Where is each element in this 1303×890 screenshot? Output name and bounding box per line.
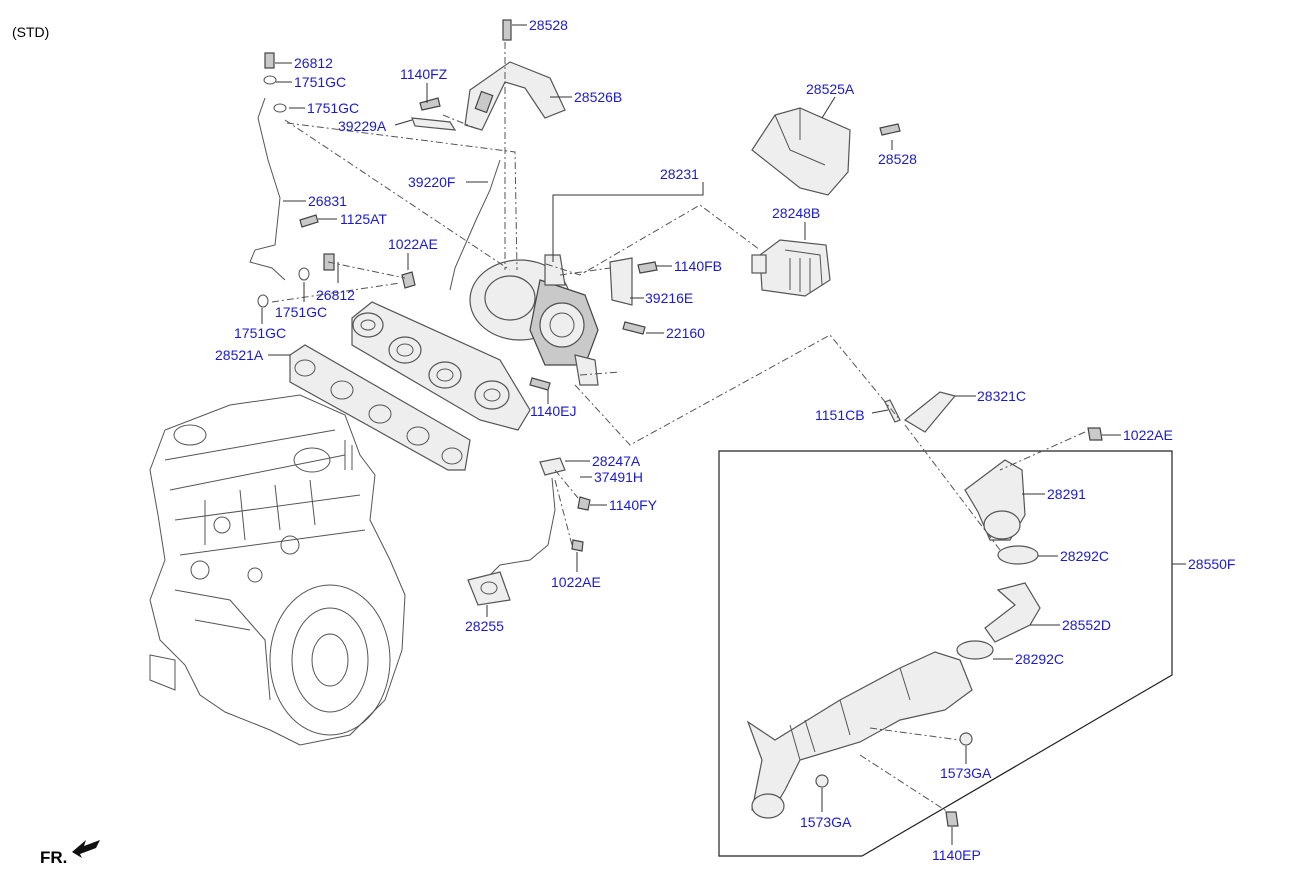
part-label-28526b[interactable]: 28526B bbox=[574, 89, 623, 105]
part-label-1022ae-lower[interactable]: 1022AE bbox=[551, 574, 601, 590]
part-label-1140ej[interactable]: 1140EJ bbox=[530, 403, 577, 419]
part-label-26831[interactable]: 26831 bbox=[308, 193, 347, 209]
part-label-1751gc-4[interactable]: 1751GC bbox=[234, 325, 287, 341]
part-label-28321c[interactable]: 28321C bbox=[977, 388, 1027, 404]
part-label-28248b[interactable]: 28248B bbox=[772, 205, 821, 221]
part-label-1573ga-1[interactable]: 1573GA bbox=[940, 765, 992, 781]
part-label-1140ep[interactable]: 1140EP bbox=[932, 847, 981, 863]
part-label-1140fz[interactable]: 1140FZ bbox=[400, 66, 448, 82]
part-label-1751gc-2[interactable]: 1751GC bbox=[307, 100, 360, 116]
heat-shield-right bbox=[751, 107, 851, 196]
part-label-22160[interactable]: 22160 bbox=[666, 325, 705, 341]
part-label-39229a[interactable]: 39229A bbox=[338, 118, 387, 134]
part-label-1125at[interactable]: 1125AT bbox=[340, 211, 387, 227]
part-label-28231[interactable]: 28231 bbox=[660, 166, 699, 182]
part-label-26812-mid[interactable]: 26812 bbox=[316, 287, 355, 303]
actuator bbox=[751, 239, 831, 297]
engine-block bbox=[149, 394, 406, 746]
exhaust-manifold bbox=[351, 301, 531, 431]
turbo-oil-line bbox=[449, 159, 501, 291]
part-label-37491h[interactable]: 37491H bbox=[594, 469, 644, 485]
part-label-28550f[interactable]: 28550F bbox=[1188, 556, 1236, 572]
assembly-bracket-box bbox=[718, 450, 1173, 857]
part-label-28528-top[interactable]: 28528 bbox=[529, 17, 568, 33]
egr-cooler bbox=[746, 459, 1041, 827]
direction-marker: FR. bbox=[40, 848, 68, 867]
part-label-28255[interactable]: 28255 bbox=[465, 618, 504, 634]
assembly-lines bbox=[271, 42, 1086, 813]
part-label-28291[interactable]: 28291 bbox=[1047, 486, 1086, 502]
part-label-28528-right[interactable]: 28528 bbox=[878, 151, 917, 167]
part-label-28552d[interactable]: 28552D bbox=[1062, 617, 1112, 633]
part-label-1140fy[interactable]: 1140FY bbox=[609, 497, 657, 513]
small-parts bbox=[257, 19, 1103, 441]
manifold-gasket bbox=[289, 344, 471, 471]
part-label-28292c-1[interactable]: 28292C bbox=[1060, 548, 1110, 564]
part-label-39216e[interactable]: 39216E bbox=[645, 290, 694, 306]
oil-feed-line bbox=[249, 97, 286, 281]
part-label-1151cb[interactable]: 1151CB bbox=[815, 407, 865, 423]
part-label-26812-top[interactable]: 26812 bbox=[294, 55, 333, 71]
part-label-28521a[interactable]: 28521A bbox=[215, 347, 264, 363]
part-label-28247a[interactable]: 28247A bbox=[592, 453, 641, 469]
part-label-1573ga-2[interactable]: 1573GA bbox=[800, 814, 852, 830]
part-label-1751gc-3[interactable]: 1751GC bbox=[275, 304, 328, 320]
part-label-28292c-2[interactable]: 28292C bbox=[1015, 651, 1065, 667]
leader-lines bbox=[261, 24, 1186, 845]
variant-label: (STD) bbox=[12, 24, 50, 40]
forward-arrow-icon bbox=[72, 840, 100, 858]
part-label-39220f[interactable]: 39220F bbox=[408, 174, 456, 190]
part-label-1140fb[interactable]: 1140FB bbox=[674, 258, 722, 274]
part-label-1022ae-right[interactable]: 1022AE bbox=[1123, 427, 1173, 443]
part-label-1751gc-1[interactable]: 1751GC bbox=[294, 74, 347, 90]
turbocharger bbox=[469, 254, 599, 386]
oil-return-pipe bbox=[467, 457, 591, 606]
part-label-28525a[interactable]: 28525A bbox=[806, 81, 855, 97]
part-label-1022ae-upper[interactable]: 1022AE bbox=[388, 236, 438, 252]
